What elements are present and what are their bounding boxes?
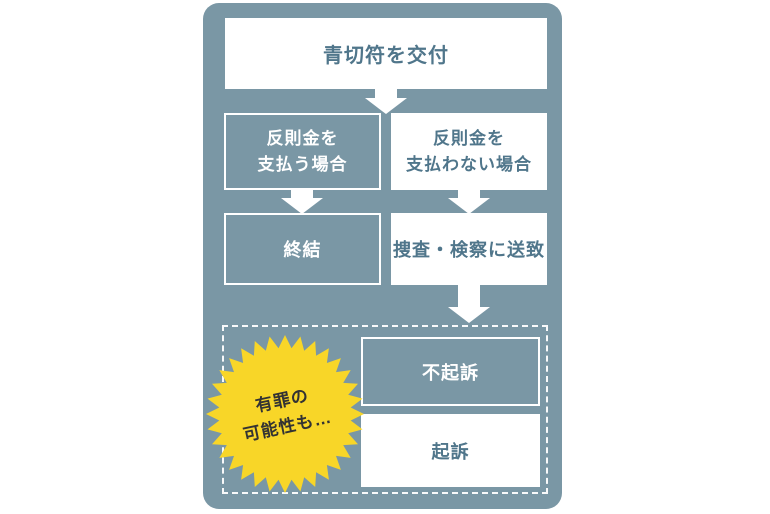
- starburst-icon: [206, 335, 364, 493]
- starburst-shape: [206, 335, 364, 493]
- referral-box: 捜査・検察に送致: [391, 213, 547, 285]
- arrow-head: [448, 307, 490, 323]
- arrow-shaft: [375, 89, 397, 98]
- down-arrow-icon: [448, 190, 490, 214]
- non-prosecution-box: 不起訴: [361, 337, 540, 406]
- prosecution-box: 起訴: [361, 414, 540, 487]
- arrow-shaft: [458, 190, 480, 198]
- starburst-badge: 有罪の 可能性も…: [205, 334, 365, 494]
- pay-fine-box: 反則金を 支払う場合: [224, 113, 381, 190]
- not-pay-fine-box: 反則金を 支払わない場合: [391, 113, 547, 190]
- arrow-head: [448, 198, 490, 214]
- down-arrow-icon: [281, 190, 323, 214]
- arrow-head: [365, 98, 407, 114]
- down-arrow-icon: [365, 89, 407, 114]
- down-arrow-icon: [448, 285, 490, 323]
- conclusion-box: 終結: [224, 213, 381, 285]
- starburst-label: 有罪の 可能性も…: [241, 385, 334, 445]
- arrow-head: [281, 198, 323, 214]
- flowchart-panel: 青切符を交付 反則金を 支払う場合 反則金を 支払わない場合 終結 捜査・検察に…: [203, 3, 562, 509]
- arrow-shaft: [458, 285, 480, 307]
- arrow-shaft: [291, 190, 313, 198]
- start-box: 青切符を交付: [225, 18, 547, 89]
